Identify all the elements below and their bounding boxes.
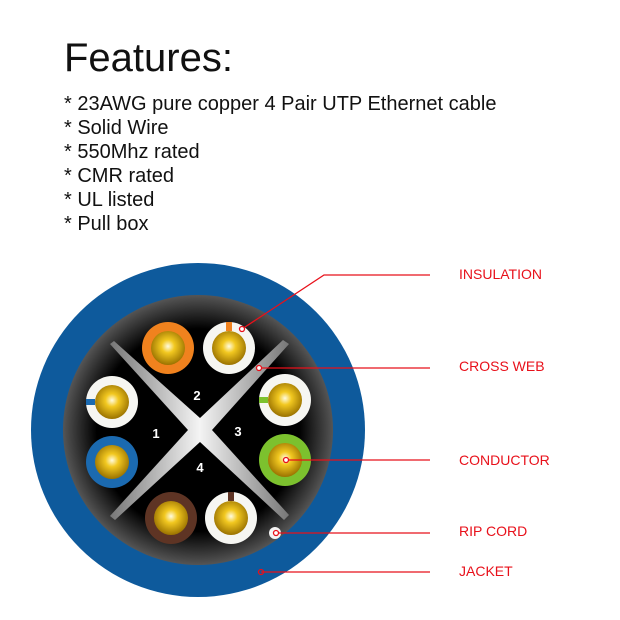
cross-web [110,340,289,520]
copper-conductor [268,383,302,417]
pair-number-4: 4 [196,460,204,475]
feature-item: * UL listed [64,189,155,211]
conductor-white-brown [205,492,257,544]
feature-item: * Solid Wire [64,117,169,139]
conductor-white-green [259,374,311,426]
feature-item: * Pull box [64,213,149,235]
feature-item: * CMR rated [64,165,175,187]
pair-number-2: 2 [193,388,200,403]
copper-conductor [95,385,129,419]
color-stripe [86,399,95,405]
copper-conductor [154,501,188,535]
pair-numbers: 1 2 3 4 [152,388,241,475]
features-heading: Features: [64,36,233,80]
pair-number-3: 3 [234,424,241,439]
copper-conductor [95,445,129,479]
copper-conductor [214,501,248,535]
conductor-blue [86,436,138,488]
conductor-white-orange [203,322,255,374]
conductor-white-blue [86,376,138,428]
pair-number-1: 1 [152,426,159,441]
color-stripe [228,492,234,501]
label-insulation: INSULATION [459,266,542,282]
copper-conductor [212,331,246,365]
label-cross-web: CROSS WEB [459,358,545,374]
color-stripe [259,397,268,403]
features-list: * 23AWG pure copper 4 Pair UTP Ethernet … [64,92,496,236]
label-jacket: JACKET [459,563,513,579]
feature-item: * 23AWG pure copper 4 Pair UTP Ethernet … [64,93,497,115]
label-conductor: CONDUCTOR [459,452,550,468]
copper-conductor [151,331,185,365]
conductor-orange [142,322,194,374]
label-rip-cord: RIP CORD [459,523,527,539]
leader-lines [238,274,430,576]
conductor-brown [145,492,197,544]
color-stripe [226,322,232,331]
feature-item: * 550Mhz rated [64,141,200,163]
